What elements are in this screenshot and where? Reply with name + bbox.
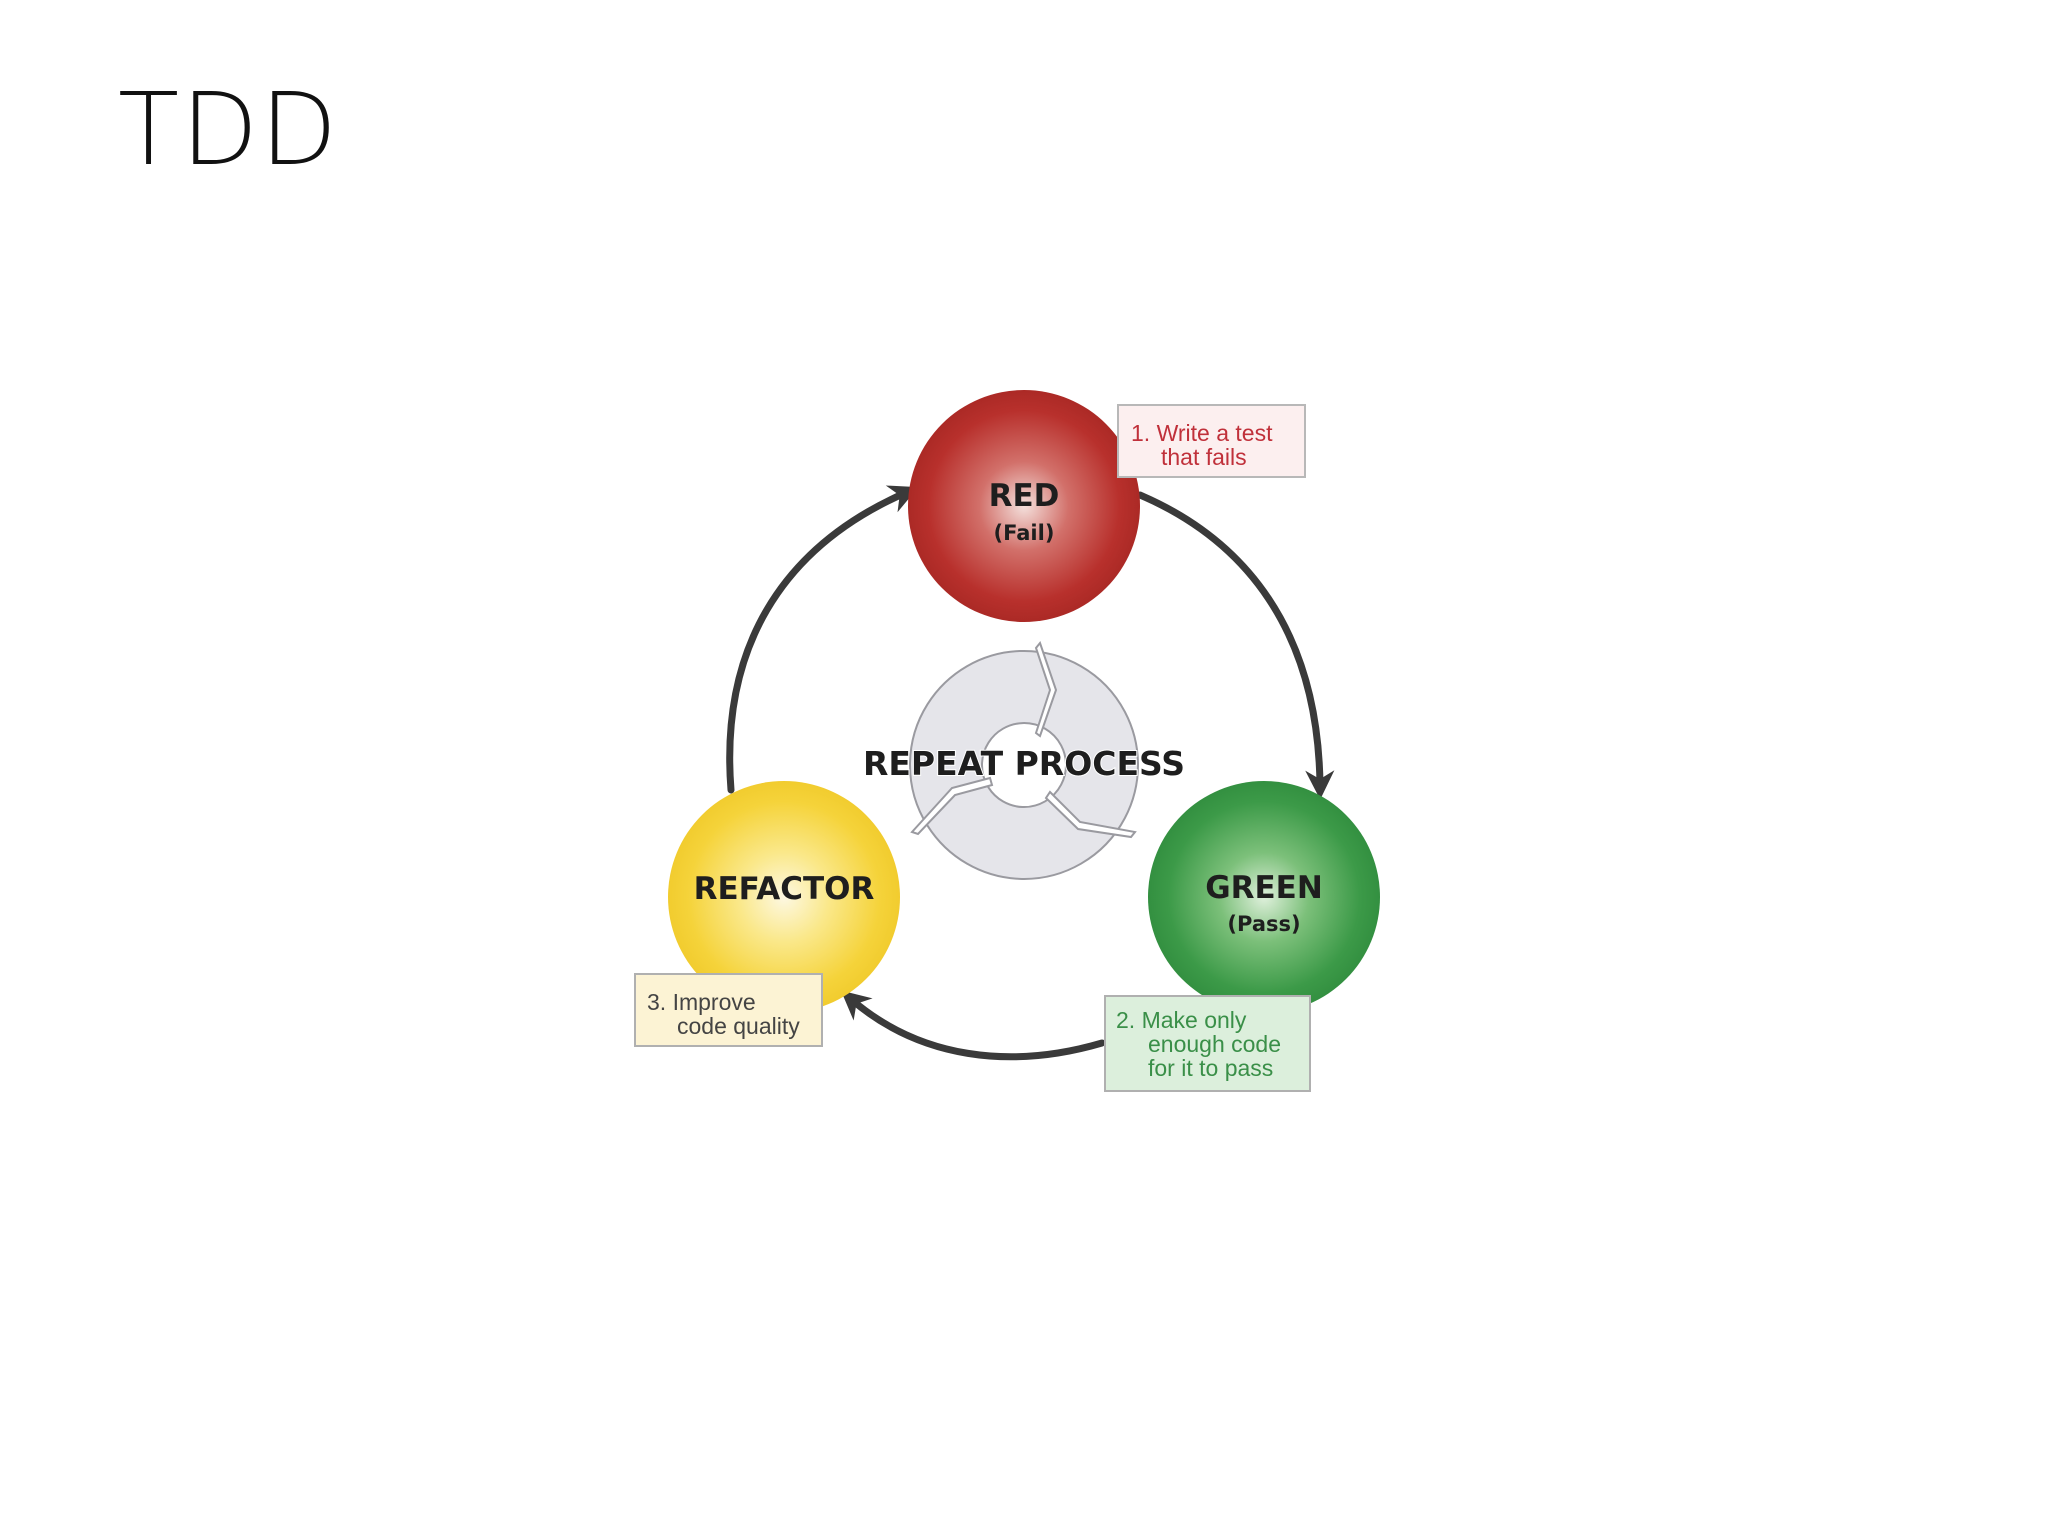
refactor-note-line-2: code quality: [677, 1013, 800, 1039]
green-stage-name: GREEN: [1205, 870, 1323, 906]
slide-title: TDD: [118, 71, 340, 188]
arrow-refactor-to-red: [726, 485, 919, 794]
green-stage-circle: [1148, 781, 1380, 1013]
arrow-red-to-green: [1136, 491, 1335, 800]
red-stage-name: RED: [989, 478, 1060, 514]
repeat-cycle-icon: [909, 640, 1139, 880]
refactor-stage-circle: [668, 781, 900, 1013]
arrow-green-to-refactor: [840, 990, 1106, 1061]
green-note-line-1: 2. Make only: [1116, 1007, 1247, 1033]
refactor-stage-name: REFACTOR: [694, 871, 875, 907]
red-stage-circle: [908, 390, 1140, 622]
red-note-line-2: that fails: [1161, 444, 1247, 470]
red-stage-sub: (Fail): [994, 521, 1055, 545]
green-note-line-3: for it to pass: [1148, 1055, 1273, 1081]
refactor-note-box: [634, 973, 823, 1047]
green-note-box: [1104, 995, 1311, 1092]
repeat-process-label: REPEAT PROCESS: [863, 744, 1185, 783]
green-note-line-2: enough code: [1148, 1031, 1281, 1057]
green-stage-sub: (Pass): [1227, 912, 1300, 936]
red-note-line-1: 1. Write a test: [1131, 420, 1273, 446]
red-note-box: [1117, 404, 1306, 478]
refactor-note-line-1: 3. Improve: [647, 989, 756, 1015]
